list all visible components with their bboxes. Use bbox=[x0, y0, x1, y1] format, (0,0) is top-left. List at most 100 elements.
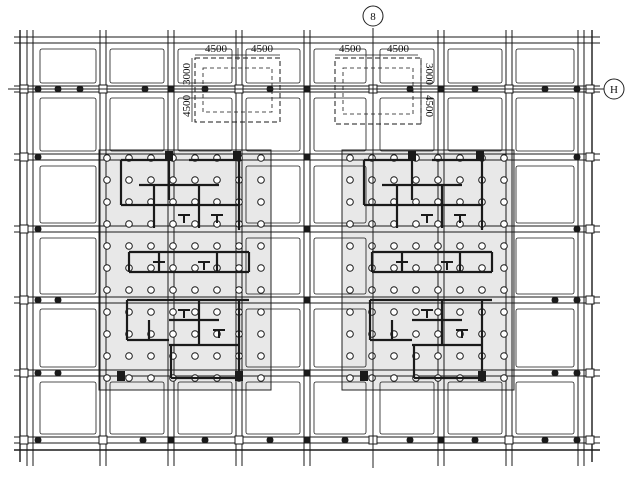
pile-dot bbox=[573, 225, 581, 233]
column-square bbox=[585, 224, 595, 234]
core-pile bbox=[390, 286, 398, 294]
core-pile bbox=[103, 198, 111, 206]
column-square bbox=[19, 368, 29, 378]
core-pile bbox=[500, 154, 508, 162]
slab-panel bbox=[515, 237, 575, 295]
slab-panel bbox=[379, 381, 435, 435]
dim-right-2: 4500 bbox=[387, 43, 410, 55]
core-pile bbox=[103, 176, 111, 184]
core-pile bbox=[346, 352, 354, 360]
dim-right-1: 4500 bbox=[339, 43, 362, 55]
core-pile bbox=[478, 242, 486, 250]
dim-left-4: 4500 bbox=[181, 95, 193, 118]
pile-dot bbox=[303, 369, 311, 377]
pile-dot bbox=[437, 436, 445, 444]
slab-panel bbox=[177, 381, 233, 435]
core-pile bbox=[412, 308, 420, 316]
core-pile bbox=[456, 308, 464, 316]
core-pile bbox=[257, 286, 265, 294]
core-pile bbox=[434, 352, 442, 360]
slab-panel bbox=[447, 48, 503, 84]
pile-dot bbox=[303, 296, 311, 304]
core-pile bbox=[191, 352, 199, 360]
core-pile bbox=[412, 264, 420, 272]
core-pile bbox=[191, 286, 199, 294]
pile-dot bbox=[471, 436, 479, 444]
pile-dot bbox=[34, 225, 42, 233]
column-square bbox=[585, 435, 595, 445]
pile-dot bbox=[573, 296, 581, 304]
column-square bbox=[585, 152, 595, 162]
core-pile bbox=[412, 242, 420, 250]
wall-stub bbox=[421, 309, 433, 318]
core-pile bbox=[147, 264, 155, 272]
core-pile bbox=[346, 330, 354, 338]
core-pile bbox=[434, 242, 442, 250]
core-pile bbox=[390, 374, 398, 382]
slab-panel bbox=[177, 97, 233, 152]
core-pile bbox=[257, 176, 265, 184]
slab-panel bbox=[39, 165, 97, 224]
core-pile bbox=[390, 352, 398, 360]
core-pile bbox=[478, 264, 486, 272]
column-square bbox=[234, 435, 244, 445]
pile-dot bbox=[54, 296, 62, 304]
slab-panel bbox=[245, 308, 301, 368]
core-pile bbox=[213, 352, 221, 360]
core-pile bbox=[390, 242, 398, 250]
core-pile bbox=[478, 286, 486, 294]
core-pile bbox=[257, 242, 265, 250]
core-pile bbox=[368, 286, 376, 294]
slab-panel bbox=[313, 308, 367, 368]
slab-panel bbox=[515, 381, 575, 435]
core-pile bbox=[346, 286, 354, 294]
core-pile bbox=[147, 242, 155, 250]
pile-dot bbox=[541, 436, 549, 444]
slab-panel bbox=[313, 237, 367, 295]
pile-dot bbox=[573, 153, 581, 161]
slab-panel bbox=[39, 237, 97, 295]
grid-label-8: 8 bbox=[370, 11, 376, 23]
core-pile bbox=[125, 242, 133, 250]
core-pile bbox=[169, 308, 177, 316]
core-pile bbox=[368, 374, 376, 382]
core-pile bbox=[191, 242, 199, 250]
slab-panel bbox=[245, 381, 301, 435]
core-column bbox=[233, 151, 241, 161]
wall-stub bbox=[211, 214, 223, 223]
slab-panel bbox=[515, 308, 575, 368]
core-pile bbox=[169, 242, 177, 250]
core-pile bbox=[125, 176, 133, 184]
pile-dot bbox=[201, 436, 209, 444]
core-pile bbox=[257, 220, 265, 228]
pile-dot bbox=[139, 436, 147, 444]
column-square bbox=[19, 152, 29, 162]
pile-dot bbox=[34, 153, 42, 161]
core-pile bbox=[434, 176, 442, 184]
core-pile bbox=[390, 176, 398, 184]
wall-stub bbox=[441, 261, 453, 270]
wall-stub bbox=[454, 214, 466, 223]
core-pile bbox=[368, 220, 376, 228]
core-pile bbox=[235, 286, 243, 294]
core-pile bbox=[500, 264, 508, 272]
core-pile bbox=[456, 242, 464, 250]
core-pile bbox=[500, 374, 508, 382]
dim-left-2: 4500 bbox=[251, 43, 274, 55]
slab-panels bbox=[39, 48, 575, 435]
pile-dot bbox=[551, 369, 559, 377]
core-column bbox=[408, 151, 416, 161]
core-pile bbox=[412, 220, 420, 228]
column-square bbox=[98, 435, 108, 445]
dashed-opening bbox=[334, 57, 422, 125]
core-column bbox=[235, 371, 243, 381]
column-square bbox=[585, 368, 595, 378]
core-pile bbox=[390, 308, 398, 316]
core-pile bbox=[500, 176, 508, 184]
grid-beams bbox=[14, 30, 600, 466]
core-pile bbox=[368, 176, 376, 184]
core-pile bbox=[147, 352, 155, 360]
core-pile bbox=[434, 308, 442, 316]
wall-stub bbox=[421, 214, 433, 223]
wall-stub bbox=[198, 261, 210, 270]
